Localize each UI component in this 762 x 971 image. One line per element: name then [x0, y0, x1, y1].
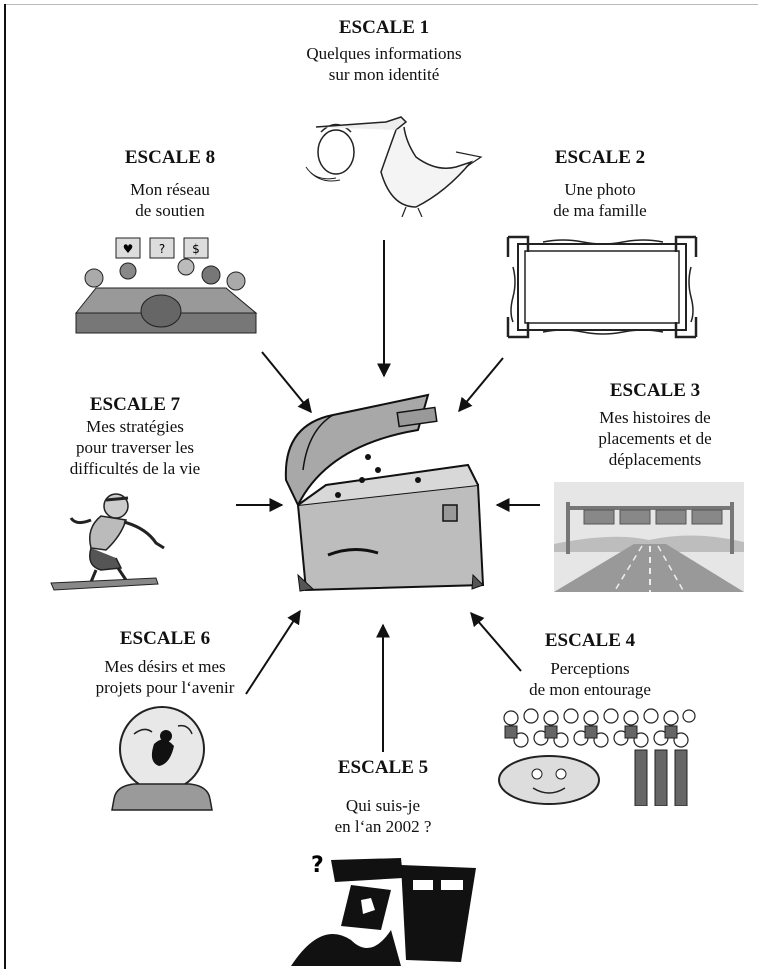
crystal-ball-icon: [111, 706, 213, 811]
escale-4-description: Perceptions de mon entourage: [529, 659, 651, 699]
treasure-chest-icon: [284, 393, 485, 592]
escale-4-block: ESCALE 4 Perceptions de mon entourage: [495, 630, 685, 700]
escale-7-title: ESCALE 7: [89, 394, 181, 415]
escale-2-block: ESCALE 2 Une photo de ma famille: [500, 147, 700, 221]
escale-2-title: ESCALE 2: [554, 147, 646, 168]
arrow-escale-4: [470, 611, 522, 672]
escale-6-description: Mes désirs et mes projets pour l‘avenir: [95, 657, 235, 697]
diver-icon: [50, 493, 165, 591]
escale-3-description: Mes histoires de placements et de déplac…: [598, 408, 712, 469]
svg-text:$: $: [192, 242, 200, 256]
escale-1-description: Quelques informations sur mon identité: [306, 44, 462, 84]
svg-text:?: ?: [159, 242, 165, 256]
escale-1-title: ESCALE 1: [338, 17, 430, 38]
crowd-icon: [497, 706, 697, 806]
escale-2-description: Une photo de ma famille: [553, 180, 647, 220]
escale-8-title: ESCALE 8: [124, 147, 216, 168]
arrow-escale-8: [261, 351, 312, 414]
page-frame-top: [4, 4, 758, 5]
escale-8-block: ESCALE 8 Mon réseau de soutien: [80, 147, 260, 221]
arrow-escale-6: [245, 609, 301, 695]
photo-frame-icon: [506, 235, 698, 339]
meeting-table-icon: ♥ ? $: [74, 237, 258, 334]
escale-3-block: ESCALE 3 Mes histoires de placements et …: [560, 380, 750, 470]
svg-text:♥: ♥: [123, 242, 134, 256]
svg-text:?: ?: [311, 853, 324, 878]
escale-4-title: ESCALE 4: [544, 630, 636, 651]
escale-5-description: Qui suis-je en l‘an 2002 ?: [334, 796, 432, 836]
escale-7-block: ESCALE 7 Mes stratégies pour traverser l…: [35, 394, 235, 479]
highway-icon: [554, 482, 744, 592]
escale-3-title: ESCALE 3: [609, 380, 701, 401]
escale-7-description: Mes stratégies pour traverser les diffic…: [69, 417, 201, 478]
escale-8-description: Mon réseau de soutien: [130, 180, 210, 220]
questioning-figure-icon: ?: [291, 853, 476, 966]
escale-5-block: ESCALE 5 Qui suis-je en l‘an 2002 ?: [283, 757, 483, 837]
escale-6-block: ESCALE 6 Mes désirs et mes projets pour …: [60, 628, 270, 698]
stork-icon: [305, 116, 483, 217]
escale-6-title: ESCALE 6: [119, 628, 211, 649]
page-frame-left: [4, 4, 6, 969]
escale-5-title: ESCALE 5: [337, 757, 429, 778]
escale-1-block: ESCALE 1 Quelques informations sur mon i…: [264, 17, 504, 85]
arrow-escale-2: [458, 357, 504, 413]
